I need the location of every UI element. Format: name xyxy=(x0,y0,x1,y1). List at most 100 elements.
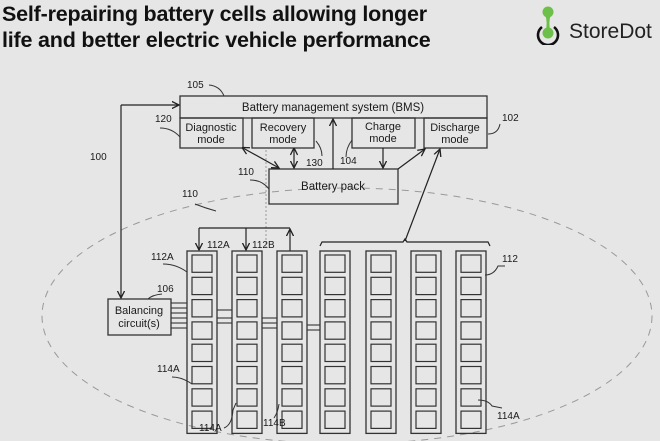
balancing-label-l2: circuit(s) xyxy=(118,318,160,330)
ref-114a-bottom: 114A xyxy=(199,423,222,434)
battery-cell xyxy=(236,365,258,385)
ref-120: 120 xyxy=(155,114,172,125)
battery-cell xyxy=(281,276,303,296)
ref-112b: 112B xyxy=(252,240,275,251)
ref-112a-left: 112A xyxy=(151,252,174,263)
battery-cell xyxy=(191,254,213,273)
battery-cell xyxy=(191,321,213,340)
battery-cell xyxy=(191,276,213,296)
battery-cell xyxy=(281,343,303,363)
connection-arrows xyxy=(121,105,491,298)
battery-cell xyxy=(460,321,482,340)
battery-cell xyxy=(324,343,346,363)
battery-cell xyxy=(324,299,346,318)
battery-cell xyxy=(191,388,213,407)
ref-100: 100 xyxy=(90,152,107,163)
battery-cell xyxy=(281,388,303,407)
battery-module xyxy=(455,250,487,435)
battery-cell xyxy=(370,343,392,363)
mode-discharge-l1: Discharge xyxy=(430,122,480,134)
battery-cell xyxy=(191,299,213,318)
battery-cell xyxy=(236,321,258,340)
bms-label: Battery management system (BMS) xyxy=(242,102,424,114)
battery-module xyxy=(365,250,397,435)
battery-cell xyxy=(370,410,392,430)
battery-cell xyxy=(415,276,437,296)
ref-102: 102 xyxy=(502,113,519,124)
balancing-wires xyxy=(171,302,320,331)
battery-cell xyxy=(460,299,482,318)
battery-cell xyxy=(191,410,213,430)
ref-110-pack: 110 xyxy=(238,167,254,178)
battery-cell xyxy=(370,299,392,318)
battery-cell xyxy=(324,388,346,407)
page-title: Self-repairing battery cells allowing lo… xyxy=(2,1,431,53)
battery-pack-label: Battery pack xyxy=(301,181,365,193)
battery-cell xyxy=(281,410,303,430)
battery-cell xyxy=(236,254,258,273)
battery-cell xyxy=(460,388,482,407)
battery-cell xyxy=(460,365,482,385)
battery-cell xyxy=(460,254,482,273)
battery-cell xyxy=(191,343,213,363)
battery-cell xyxy=(281,321,303,340)
battery-module xyxy=(186,250,218,435)
ref-130: 130 xyxy=(306,158,323,169)
battery-cell xyxy=(460,343,482,363)
ref-114a-right: 114A xyxy=(497,411,520,422)
battery-cell xyxy=(415,299,437,318)
storedot-logo-icon xyxy=(536,6,560,47)
battery-cell xyxy=(415,410,437,430)
battery-cell xyxy=(281,299,303,318)
battery-cell xyxy=(370,321,392,340)
balancing-circuit-block xyxy=(107,298,172,336)
mode-charge-l2: mode xyxy=(369,133,397,145)
battery-cell xyxy=(324,254,346,273)
mode-charge-l1: Charge xyxy=(365,121,401,133)
mode-discharge-l2: mode xyxy=(441,134,469,146)
battery-cell xyxy=(370,276,392,296)
battery-module xyxy=(319,250,351,435)
ref-112: 112 xyxy=(502,254,518,265)
battery-cell xyxy=(460,276,482,296)
battery-cell xyxy=(236,388,258,407)
battery-cell xyxy=(281,254,303,273)
battery-cell xyxy=(324,410,346,430)
battery-cell xyxy=(370,388,392,407)
battery-region-ellipse xyxy=(41,187,653,441)
battery-cell xyxy=(281,365,303,385)
battery-module xyxy=(276,250,308,435)
title-line-2: life and better electric vehicle perform… xyxy=(2,28,431,52)
battery-cell xyxy=(415,343,437,363)
mode-diagnostic-l2: mode xyxy=(197,134,225,146)
battery-module xyxy=(410,250,442,435)
storedot-logo: StoreDot xyxy=(536,5,660,47)
mode-diagnostic-l1: Diagnostic xyxy=(185,122,237,134)
battery-cell xyxy=(415,321,437,340)
battery-cell xyxy=(415,254,437,273)
mode-recovery-l2: mode xyxy=(269,134,297,146)
battery-cell xyxy=(324,321,346,340)
battery-cell xyxy=(236,343,258,363)
battery-cell xyxy=(415,388,437,407)
balancing-label-l1: Balancing xyxy=(115,305,163,317)
battery-cell xyxy=(236,276,258,296)
battery-cell xyxy=(191,365,213,385)
ref-105: 105 xyxy=(187,80,204,91)
battery-module xyxy=(231,250,263,435)
battery-modules xyxy=(186,250,487,435)
battery-cell xyxy=(324,276,346,296)
battery-cell xyxy=(460,410,482,430)
ref-106: 106 xyxy=(157,284,174,295)
ref-104: 104 xyxy=(340,156,357,167)
battery-cell xyxy=(236,410,258,430)
title-line-1: Self-repairing battery cells allowing lo… xyxy=(2,2,427,26)
ref-114a-left: 114A xyxy=(157,364,180,375)
battery-cell xyxy=(370,365,392,385)
battery-cell xyxy=(415,365,437,385)
logo-brand-text: StoreDot xyxy=(569,20,652,43)
battery-cell xyxy=(324,365,346,385)
battery-cell xyxy=(370,254,392,273)
ref-114b-bottom: 114B xyxy=(263,418,286,429)
